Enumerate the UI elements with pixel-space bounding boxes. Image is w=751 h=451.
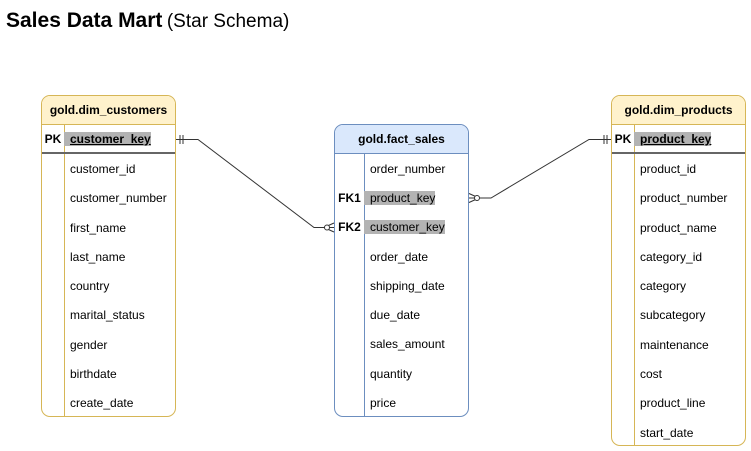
link-products-fact — [469, 139, 611, 199]
table-header: gold.dim_customers — [42, 96, 175, 125]
pk-label: PK — [44, 131, 62, 146]
key-label: FK1 — [338, 190, 361, 205]
key-column-divider — [364, 154, 365, 416]
pk-row[interactable]: PK customer_key — [42, 125, 175, 155]
field-name: customer_number — [70, 191, 167, 206]
table-dim-products[interactable]: gold.dim_products PK product_key product… — [611, 95, 746, 446]
title-sub: (Star Schema) — [166, 11, 290, 32]
field-row[interactable]: start_date — [612, 418, 745, 445]
field-row[interactable]: first_name — [42, 213, 175, 242]
field-row[interactable]: category_id — [612, 242, 745, 271]
field-name: customer_id — [70, 161, 136, 176]
field-row[interactable]: price — [335, 388, 468, 416]
field-name: maintenance — [640, 337, 709, 352]
pk-field: customer_key — [64, 131, 151, 146]
field-row[interactable]: shipping_date — [335, 271, 468, 300]
table-header: gold.dim_products — [612, 96, 745, 125]
field-row[interactable]: order_number — [335, 154, 468, 183]
field-name: birthdate — [70, 367, 117, 382]
field-row[interactable]: customer_id — [42, 154, 175, 183]
field-row[interactable]: due_date — [335, 300, 468, 329]
pk-row[interactable]: PK product_key — [612, 125, 745, 155]
table-dim-customers[interactable]: gold.dim_customers PK customer_key custo… — [41, 95, 176, 417]
field-row[interactable]: category — [612, 271, 745, 300]
field-row[interactable]: maintenance — [612, 330, 745, 359]
field-row[interactable]: customer_number — [42, 184, 175, 213]
title-main: Sales Data Mart — [6, 9, 163, 32]
field-name: quantity — [370, 366, 413, 381]
pk-field: product_key — [634, 131, 712, 146]
field-row[interactable]: product_number — [612, 184, 745, 213]
field-name: product_name — [640, 220, 717, 235]
field-name: order_date — [370, 249, 429, 264]
field-row[interactable]: last_name — [42, 242, 175, 271]
field-name: sales_amount — [370, 337, 445, 352]
field-name: subcategory — [640, 308, 706, 323]
field-row[interactable]: product_line — [612, 389, 745, 418]
field-name: gender — [70, 337, 108, 352]
key-column-divider — [64, 125, 65, 416]
field-row[interactable]: create_date — [42, 389, 175, 416]
field-name: due_date — [370, 308, 421, 323]
field-name: marital_status — [70, 308, 145, 323]
field-name: order_number — [370, 161, 446, 176]
field-name: product_number — [640, 191, 728, 206]
field-row[interactable]: sales_amount — [335, 330, 468, 359]
field-name: price — [370, 396, 397, 411]
link-customers-fact — [176, 139, 334, 228]
field-name: country — [70, 279, 110, 294]
field-name: product_line — [640, 396, 706, 411]
field-row[interactable]: order_date — [335, 242, 468, 271]
field-name: shipping_date — [370, 278, 445, 293]
field-row[interactable]: gender — [42, 330, 175, 359]
field-row[interactable]: country — [42, 271, 175, 300]
field-name: last_name — [70, 249, 126, 264]
field-name: first_name — [70, 220, 127, 235]
field-name: create_date — [70, 396, 134, 411]
field-row[interactable]: product_id — [612, 154, 745, 183]
field-name: cost — [640, 367, 663, 382]
field-row[interactable]: quantity — [335, 359, 468, 388]
key-column-divider — [634, 125, 635, 445]
field-name: product_key — [364, 190, 436, 205]
field-row[interactable]: birthdate — [42, 359, 175, 388]
diagram-title: Sales Data Mart (Star Schema) — [6, 9, 289, 33]
field-name: product_id — [640, 161, 697, 176]
field-row[interactable]: subcategory — [612, 301, 745, 330]
field-name: category — [640, 279, 687, 294]
field-name: start_date — [640, 425, 694, 440]
optional-marker — [474, 195, 480, 201]
optional-marker — [324, 224, 330, 231]
field-name: category_id — [640, 249, 703, 264]
key-label: FK2 — [338, 220, 361, 235]
field-name: customer_key — [364, 220, 445, 235]
field-row[interactable]: product_name — [612, 213, 745, 242]
table-header: gold.fact_sales — [335, 125, 468, 154]
pk-label: PK — [614, 131, 632, 146]
field-row[interactable]: marital_status — [42, 301, 175, 330]
field-row[interactable]: cost — [612, 359, 745, 388]
